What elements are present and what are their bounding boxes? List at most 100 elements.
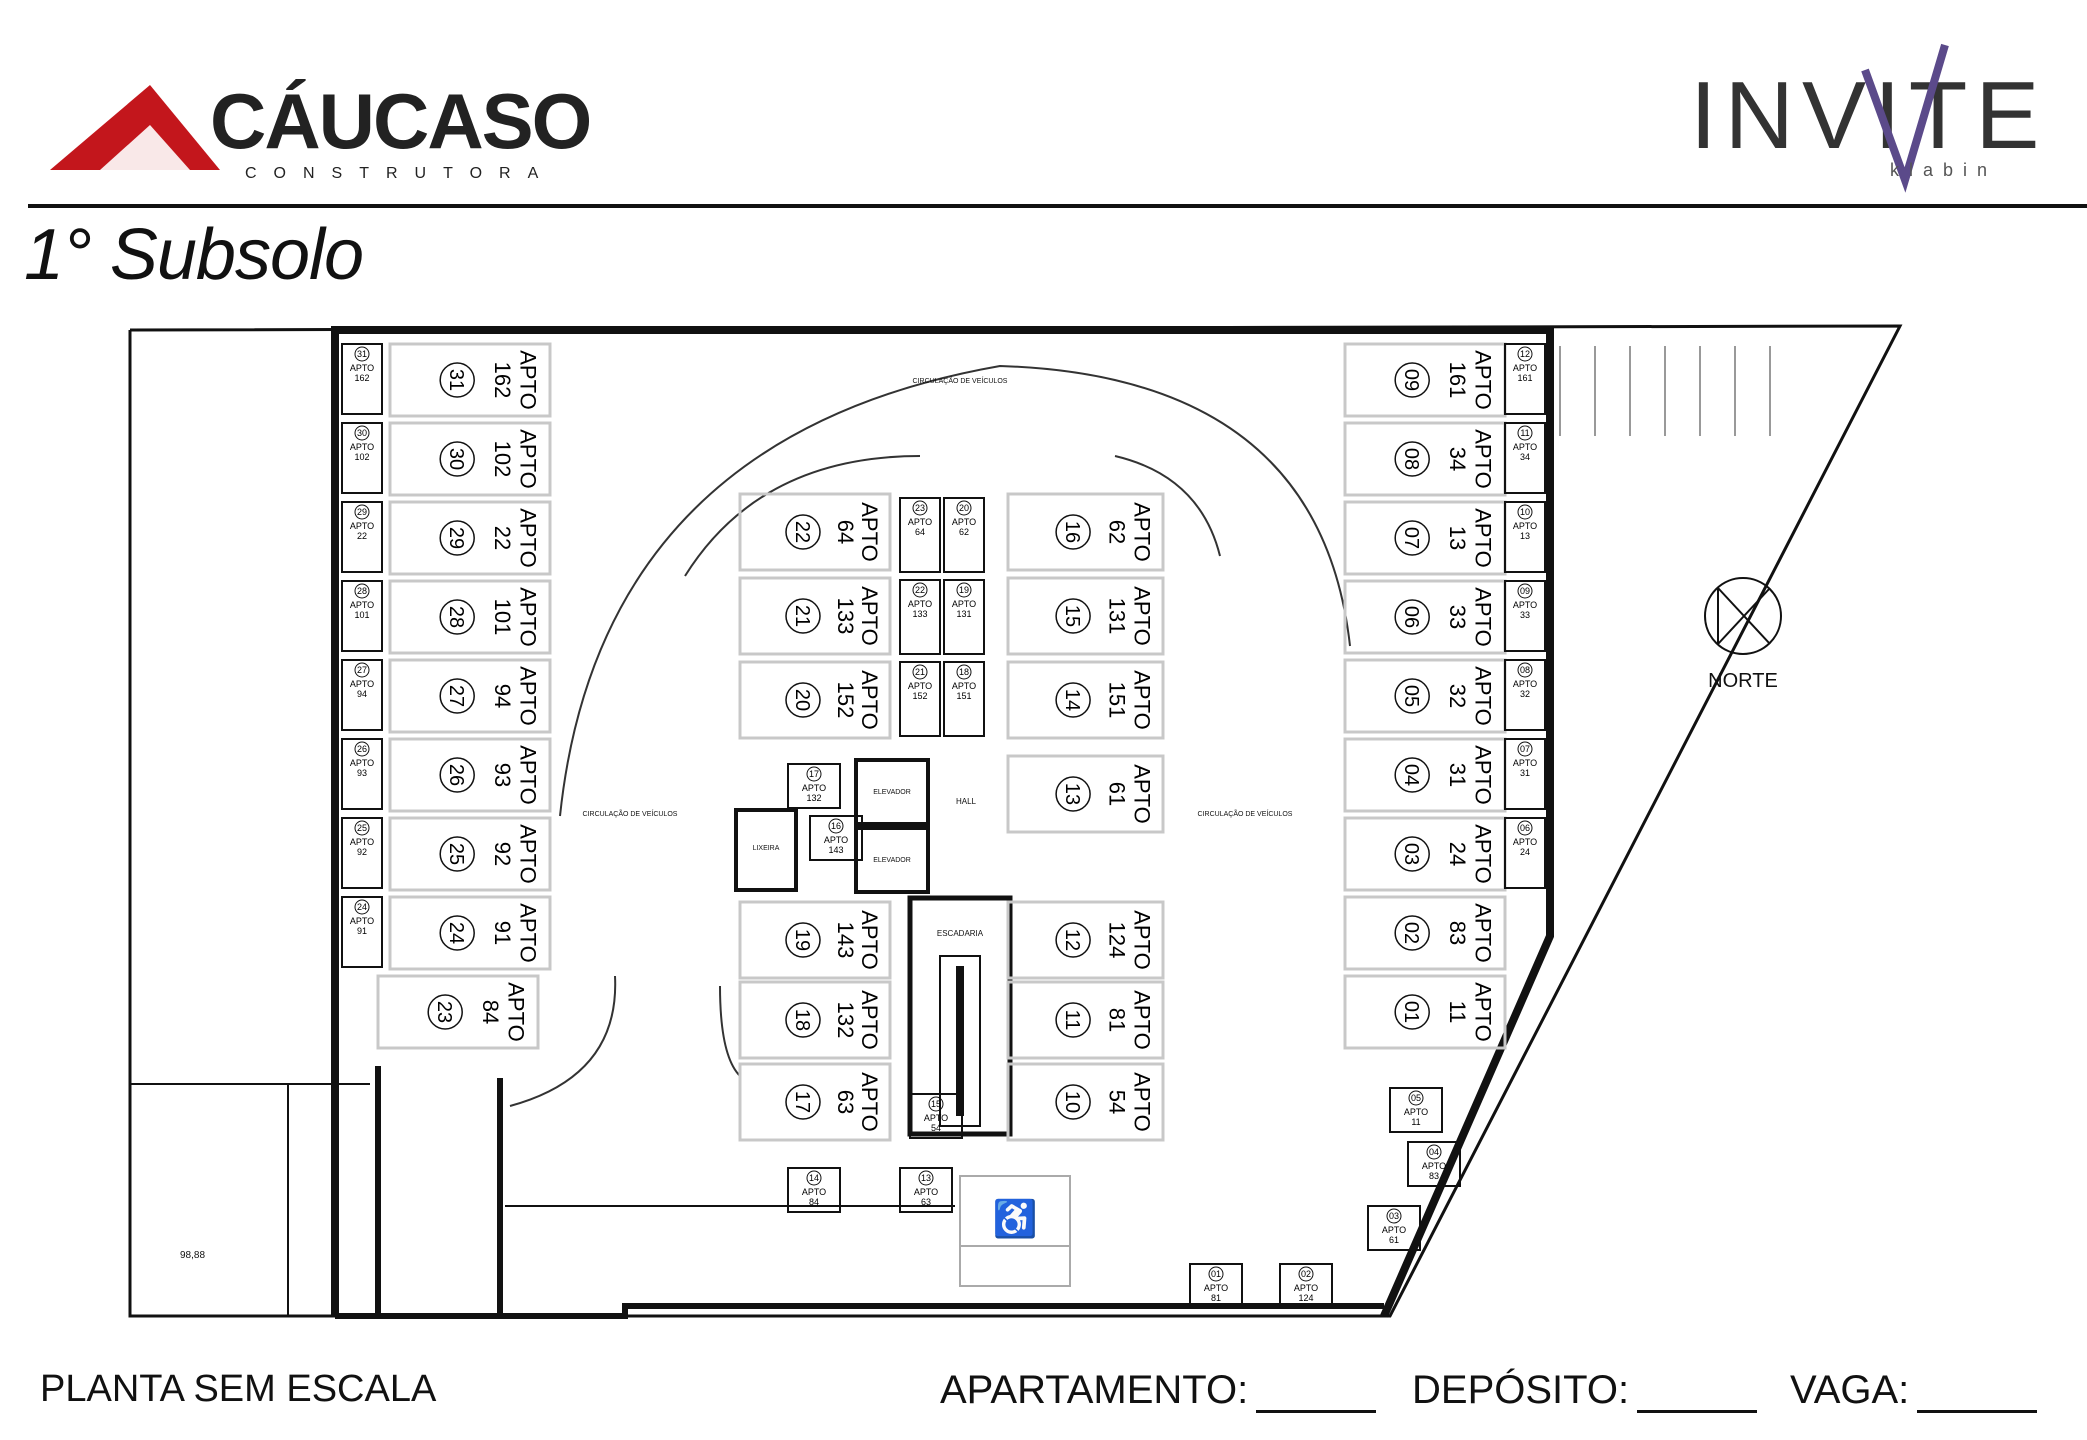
deposit-apto-number: 63 (921, 1197, 931, 1207)
spot-apto-prefix: APTO (857, 910, 882, 970)
spot-number: 27 (445, 685, 467, 707)
spot-number: 03 (1400, 843, 1422, 865)
deposit-number: 30 (357, 428, 367, 438)
deposit-number-circle (928, 1096, 944, 1112)
spot-number: 31 (445, 369, 467, 391)
deposit-number: 12 (1520, 349, 1530, 359)
deposit-apto-number: 92 (357, 847, 367, 857)
deposit-apto-number: 124 (1298, 1293, 1313, 1303)
spot-number: 24 (445, 922, 467, 944)
spot-apto-number: 83 (1445, 921, 1470, 945)
spot-number: 17 (791, 1091, 813, 1113)
spot-number: 25 (445, 843, 467, 865)
spot-apto-prefix: APTO (1471, 903, 1496, 963)
deposit-number-circle (1517, 662, 1533, 678)
spot-apto-prefix: APTO (1471, 587, 1496, 647)
deposit-apto-prefix: APTO (1294, 1283, 1318, 1293)
deposit-number: 26 (357, 744, 367, 754)
caucaso-logo-subtitle: CONSTRUTORA (245, 165, 555, 182)
spot-apto-prefix: APTO (857, 502, 882, 562)
spot-number-circle (785, 514, 821, 550)
spot-apto-number: 13 (1445, 526, 1470, 550)
circulation-label-top: CIRCULAÇÃO DE VEÍCULOS (913, 376, 1008, 385)
deposit-blank[interactable] (1637, 1374, 1758, 1413)
deposit-number-circle (1208, 1266, 1224, 1282)
spot-number-circle (1055, 598, 1091, 634)
deposit-number: 27 (357, 665, 367, 675)
deposit-number: 29 (357, 507, 367, 517)
spot-number-circle (1394, 599, 1430, 635)
deposit-apto-prefix: APTO (350, 363, 374, 373)
spot-apto-number: 93 (490, 763, 515, 787)
spot-number-circle (1394, 915, 1430, 951)
spot-apto-number: 132 (833, 1002, 858, 1039)
spot-apto-number: 151 (1105, 682, 1130, 719)
deposit-apto-prefix: APTO (914, 1187, 938, 1197)
spot-number-circle (439, 836, 475, 872)
spot-number: 07 (1400, 527, 1422, 549)
spot-apto-prefix: APTO (1129, 502, 1154, 562)
spot-apto-prefix: APTO (516, 429, 541, 489)
spot-number-circle (1394, 757, 1430, 793)
invite-logo: INVITE klabin (1690, 43, 2039, 193)
spot-blank[interactable] (1917, 1374, 2038, 1413)
svg-text:ELEVADOR: ELEVADOR (873, 857, 911, 864)
spot-apto-number: 92 (490, 842, 515, 866)
apartment-blank[interactable] (1256, 1374, 1377, 1413)
spot-apto-prefix: APTO (1471, 666, 1496, 726)
spot-apto-number: 162 (490, 362, 515, 399)
svg-text:ELEVADOR: ELEVADOR (873, 789, 911, 796)
spot-apto-prefix: APTO (1129, 586, 1154, 646)
deposit-number: 16 (831, 821, 841, 831)
level-mark: 98,88 (180, 1250, 205, 1261)
spot-apto-number: 84 (478, 1000, 503, 1024)
deposit-number-circle (1408, 1090, 1424, 1106)
deposit-number: 22 (915, 585, 925, 595)
spot-number: 02 (1400, 922, 1422, 944)
spot-apto-number: 124 (1105, 922, 1130, 959)
north-label: NORTE (1708, 670, 1778, 692)
deposit-apto-number: 131 (956, 609, 971, 619)
deposit-apto-number: 31 (1520, 768, 1530, 778)
spot-number: 01 (1400, 1001, 1422, 1023)
deposit-number: 05 (1411, 1093, 1421, 1103)
deposit-apto-number: 13 (1520, 531, 1530, 541)
spot-number: 20 (791, 689, 813, 711)
apartment-label: APARTAMENTO: (940, 1368, 1249, 1412)
spot-number-circle (785, 682, 821, 718)
deposit-number-circle (354, 425, 370, 441)
deposit-number-circle (1517, 741, 1533, 757)
spot-number-circle (1394, 836, 1430, 872)
deposit-number: 21 (915, 667, 925, 677)
deposit-apto-prefix: APTO (1513, 521, 1537, 531)
deposit-apto-number: 81 (1211, 1293, 1221, 1303)
header-rule (28, 204, 2087, 208)
deposit-number-circle (354, 820, 370, 836)
deposit-apto-prefix: APTO (350, 442, 374, 452)
deposit-apto-prefix: APTO (1513, 442, 1537, 452)
page-title: 1° Subsolo (24, 215, 364, 295)
deposit-number-circle (828, 818, 844, 834)
spot-apto-prefix: APTO (1129, 1072, 1154, 1132)
caucaso-logo-name: CÁUCASO (210, 77, 590, 165)
